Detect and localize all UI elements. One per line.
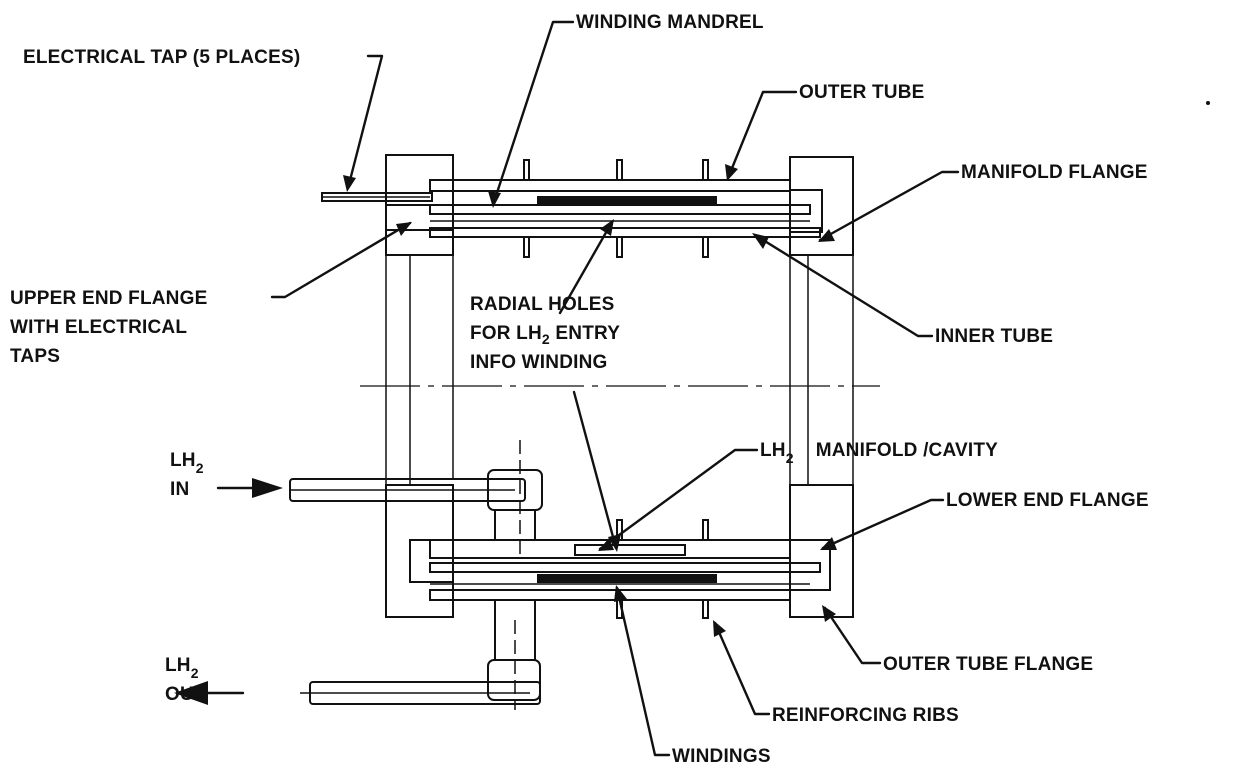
radial-holes-for-lh: FOR LH bbox=[470, 323, 542, 344]
lower-left-flange bbox=[385, 484, 454, 618]
label-lh2-in-line2: IN bbox=[170, 479, 189, 500]
labels: WINDING MANDREL ELECTRICAL TAP (5 PLACES… bbox=[10, 12, 1149, 767]
label-radial-holes-line2: FOR LH2 ENTRY bbox=[470, 323, 620, 347]
electrical-tap-rod bbox=[321, 192, 433, 202]
label-windings: WINDINGS bbox=[672, 746, 771, 767]
leader-lines bbox=[174, 20, 960, 757]
label-lh2-manifold: LH2 MANIFOLD /CAVITY bbox=[760, 440, 998, 466]
label-upper-end-flange-line2: WITH ELECTRICAL bbox=[10, 317, 187, 338]
lh2-outlet-fitting bbox=[300, 599, 541, 710]
label-outer-tube: OUTER TUBE bbox=[799, 82, 925, 103]
label-manifold-flange: MANIFOLD FLANGE bbox=[961, 162, 1148, 183]
label-inner-tube: INNER TUBE bbox=[935, 326, 1053, 347]
label-lh2-in-line1: LH2 bbox=[170, 450, 204, 476]
label-upper-end-flange-line3: TAPS bbox=[10, 346, 60, 367]
stray-mark bbox=[1206, 101, 1210, 105]
label-upper-end-flange-line1: UPPER END FLANGE bbox=[10, 288, 207, 309]
lh2-manifold-lh: LH bbox=[760, 440, 786, 461]
label-lower-end-flange: LOWER END FLANGE bbox=[946, 490, 1149, 511]
lh2-out-subscript: 2 bbox=[191, 665, 199, 681]
label-reinforcing-ribs: REINFORCING RIBS bbox=[772, 705, 959, 726]
lh2-manifold-subscript: 2 bbox=[786, 450, 794, 466]
lh2-in-lh: LH bbox=[170, 450, 196, 471]
label-radial-holes-line3: INFO WINDING bbox=[470, 352, 608, 373]
radial-holes-entry: ENTRY bbox=[550, 323, 620, 344]
lower-reinforcing-ribs bbox=[616, 519, 709, 619]
label-winding-mandrel: WINDING MANDREL bbox=[576, 12, 764, 33]
lower-end-flange bbox=[789, 484, 854, 618]
label-radial-holes-line1: RADIAL HOLES bbox=[470, 294, 615, 315]
label-lh2-out-line1: LH2 bbox=[165, 655, 199, 681]
flange-wall-lines bbox=[385, 255, 854, 485]
lh2-manifold-text: MANIFOLD /CAVITY bbox=[816, 440, 998, 461]
label-outer-tube-flange: OUTER TUBE FLANGE bbox=[883, 654, 1093, 675]
upper-reinforcing-ribs bbox=[523, 159, 709, 258]
lh2-in-subscript: 2 bbox=[196, 460, 204, 476]
lower-tubes bbox=[429, 539, 821, 601]
lh2-out-lh: LH bbox=[165, 655, 191, 676]
radial-holes-subscript: 2 bbox=[542, 331, 550, 347]
upper-tubes bbox=[429, 179, 821, 238]
label-lh2-out-line2: OUT bbox=[165, 684, 206, 705]
label-electrical-tap: ELECTRICAL TAP (5 PLACES) bbox=[23, 47, 300, 68]
upper-manifold-flange bbox=[789, 156, 854, 256]
lh2-inlet-fitting bbox=[289, 440, 543, 560]
